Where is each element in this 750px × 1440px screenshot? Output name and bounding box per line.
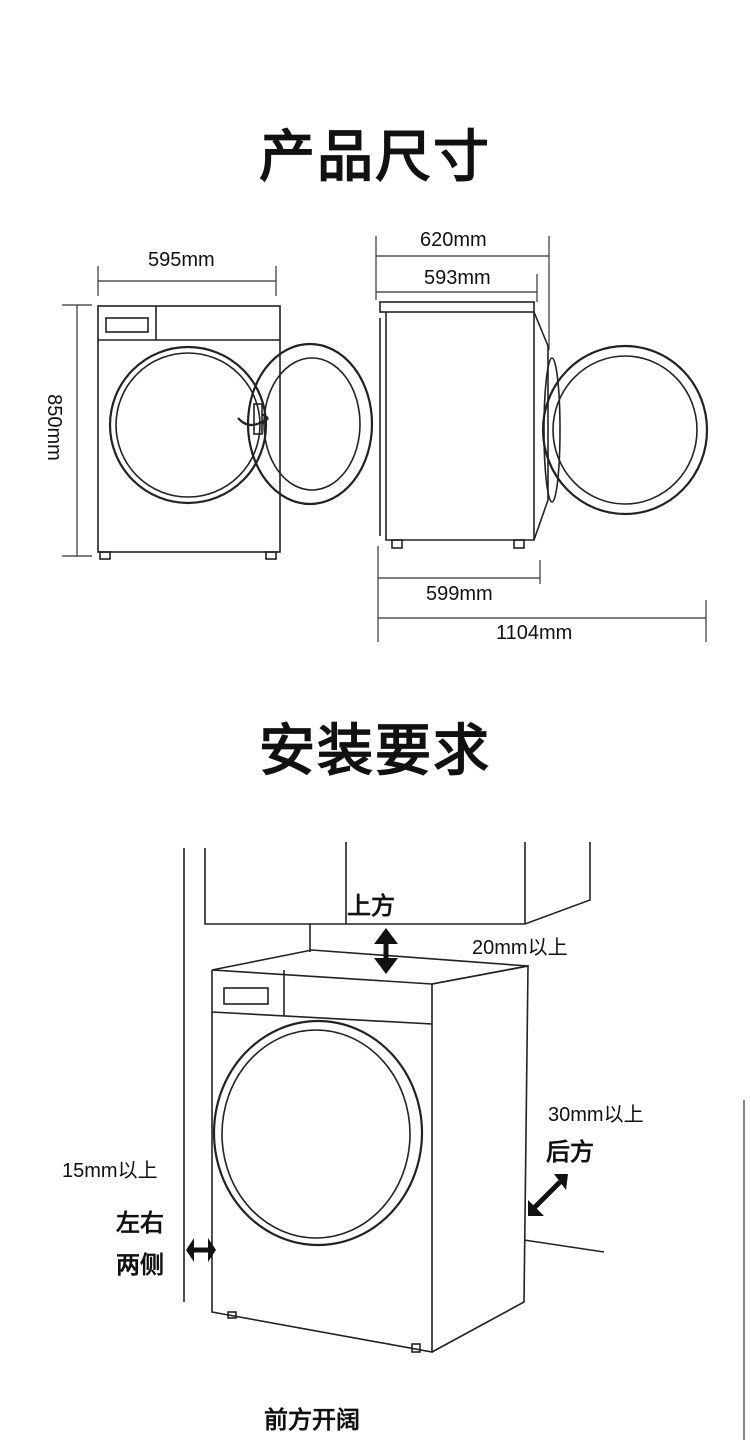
total-depth-label: 620mm [420,229,487,251]
side-label-line2: 两侧 [116,1251,164,1279]
dimensions-title: 产品尺寸 [259,125,491,190]
top-clearance-arrow [374,928,398,974]
rear-clearance-arrow [528,1174,568,1216]
body-depth-label: 593mm [424,267,491,289]
installation-title: 安装要求 [259,719,491,784]
top-clearance-value: 20mm以上 [472,937,568,959]
door-open-depth-label: 1104mm [496,622,573,644]
rear-clearance-value: 30mm以上 [548,1104,644,1126]
base-depth-label: 599mm [426,583,493,605]
front-view-washer [62,266,374,560]
rear-label: 后方 [546,1138,594,1166]
side-view-washer [375,236,709,642]
width-dimension-label: 595mm [148,249,215,271]
side-clearance-arrow [186,1238,216,1262]
side-clearance-value: 15mm以上 [62,1160,158,1182]
front-label: 前方开阔 [264,1406,360,1434]
top-label: 上方 [347,892,395,920]
side-label-line1: 左右 [116,1209,164,1237]
installation-scene [183,842,745,1440]
height-dimension-label: 850mm [42,394,65,461]
